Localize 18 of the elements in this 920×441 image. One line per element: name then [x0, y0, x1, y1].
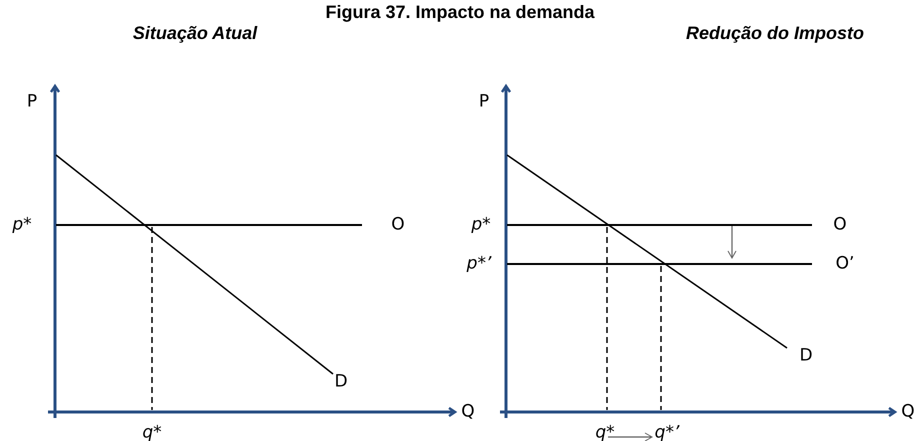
figure-title: Figura 37. Impacto na demanda	[325, 3, 595, 21]
curve-label: O	[391, 216, 405, 234]
price-label: p*	[471, 216, 491, 234]
axis-label: Q	[461, 404, 475, 420]
axis-label: P	[26, 94, 38, 110]
curve-label: O’	[836, 256, 854, 272]
price-label: p*’	[466, 256, 492, 272]
curve-label: D	[334, 374, 348, 390]
panel-title: Redução do Imposto	[686, 24, 864, 42]
curve-label: D	[799, 348, 813, 364]
axis-label: Q	[901, 404, 915, 420]
axis-label: P	[478, 94, 490, 110]
quantity-label: q*’	[654, 424, 680, 441]
panel-title: Situação Atual	[132, 24, 258, 42]
quantity-label: q*	[595, 424, 615, 441]
quantity-label: q*	[142, 424, 162, 441]
price-label: p*	[12, 216, 32, 234]
curve-label: O	[833, 216, 847, 234]
